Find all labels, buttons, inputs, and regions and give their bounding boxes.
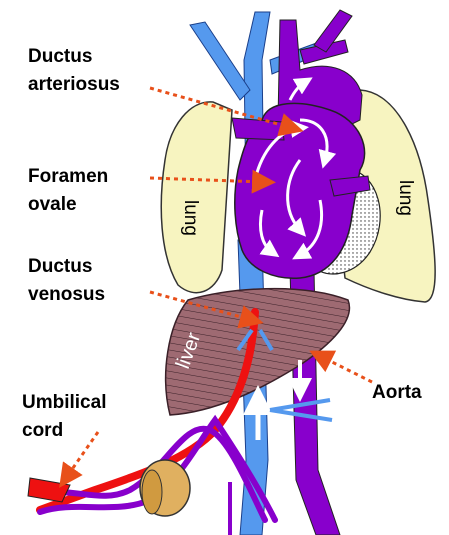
pulmonary-trunk (232, 118, 284, 140)
lung-right-label: lung (395, 180, 416, 216)
left-lung (161, 102, 232, 293)
foramen-ovale-label-line2: ovale (28, 194, 77, 215)
ductus-venosus-label-line2: venosus (28, 284, 105, 305)
ductus-venosus-label-line1: Ductus (28, 256, 92, 277)
umbilical-clamp-edge (142, 470, 162, 514)
aorta-pointer (320, 356, 372, 382)
umbilical-cord-label-line2: cord (22, 420, 63, 441)
umbilical-cord-pointer (66, 432, 98, 478)
ductus-arteriosus-label-line2: arteriosus (28, 74, 120, 95)
aorta-label: Aorta (372, 382, 422, 403)
red-cord-end (28, 478, 70, 502)
lung-left-label: lung (180, 200, 201, 236)
ductus-arteriosus-label-line1: Ductus (28, 46, 92, 67)
umbilical-cord-label-line1: Umbilical (22, 392, 106, 413)
left-brachiocephalic-vein (190, 22, 250, 100)
foramen-ovale-label-line1: Foramen (28, 166, 108, 187)
